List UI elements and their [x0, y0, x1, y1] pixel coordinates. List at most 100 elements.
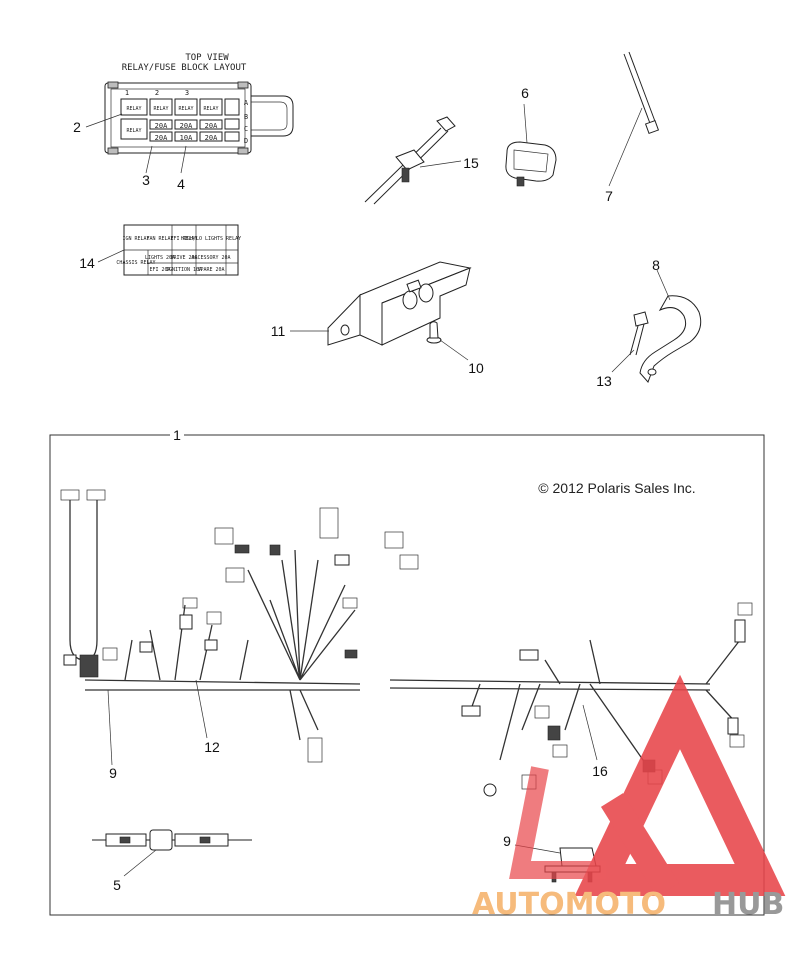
- harness-tag: [214, 527, 234, 545]
- row-letter-d: D: [244, 137, 248, 145]
- watermark-triangle-left: [509, 766, 606, 879]
- clip-slot: [513, 149, 549, 173]
- harness-tag: [319, 507, 339, 539]
- callout-4: 4: [177, 176, 185, 192]
- row-letter-c: C: [244, 125, 248, 133]
- clip-pin: [516, 176, 525, 187]
- harness-tag: [225, 567, 245, 583]
- fuse-holder-center: [149, 829, 173, 851]
- decal-text: EFI RELAY: [170, 236, 197, 242]
- harness-connector: [234, 544, 250, 554]
- watermark-triangle-stroke: [600, 793, 680, 897]
- callout-1-backdrop: [170, 429, 184, 441]
- inline-fuse-holder: [92, 829, 252, 877]
- fuse-slot: [199, 119, 223, 130]
- col-number-3: 3: [185, 89, 189, 97]
- leader-line-4: [180, 145, 187, 174]
- col-number-2: 2: [155, 89, 159, 97]
- tie-head: [644, 119, 660, 135]
- harness-connector: [519, 649, 539, 661]
- decal-text: LIGHTS 20A: [145, 255, 175, 261]
- leader-line-6: [523, 103, 528, 144]
- fuse-block-title-line2: RELAY/FUSE BLOCK LAYOUT: [122, 63, 247, 73]
- fuse-slot: [149, 131, 173, 142]
- fuse-slot: [149, 119, 173, 130]
- harness-tag: [534, 705, 550, 719]
- bolt-head: [633, 311, 649, 327]
- relay-slot: [174, 98, 198, 116]
- harness-tag: [552, 744, 568, 758]
- harness-tag: [206, 611, 222, 625]
- leader-line-13: [611, 349, 635, 373]
- decal-text: DRIVE 20A: [170, 255, 197, 261]
- fuse-slot: [224, 131, 240, 142]
- relay-slot: [120, 118, 148, 140]
- bracket-flange-left: [327, 293, 361, 346]
- harness-connector: [63, 654, 77, 666]
- harness-connector: [204, 639, 218, 651]
- fuse-label-decal: IGN RELAY FAN RELAY EFI RELAY HIGH/LO LI…: [97, 224, 241, 276]
- cable-tie-push-mount: [364, 116, 462, 205]
- decal-text: IGNITION 10A: [166, 267, 202, 273]
- decal-text: IGN RELAY: [122, 236, 149, 242]
- bolt-shank: [629, 323, 645, 356]
- relay-fuse-block: TOP VIEW RELAY/FUSE BLOCK LAYOUT 1 2 3 R…: [85, 53, 294, 174]
- bracket-hole: [418, 283, 434, 303]
- decal-text: SPARE 20A: [197, 267, 224, 273]
- callout-3: 3: [142, 172, 150, 188]
- callout-16: 16: [592, 763, 608, 779]
- callout-5: 5: [113, 877, 121, 893]
- callout-6: 6: [521, 85, 529, 101]
- fuse-holder-contact: [199, 836, 211, 844]
- callout-7: 7: [605, 188, 613, 204]
- callout-15: 15: [463, 155, 479, 171]
- relay-slot-label: RELAY: [203, 106, 218, 112]
- leader-line-5: [123, 849, 157, 877]
- harness-connector: [269, 544, 281, 556]
- bracket-hole: [340, 324, 350, 336]
- callout-10: 10: [468, 360, 484, 376]
- harness-connector: [344, 649, 358, 659]
- harness-tag: [737, 602, 753, 616]
- harness-connector: [734, 619, 746, 643]
- fuse-label: 20A: [155, 122, 168, 130]
- harness-tag: [60, 489, 80, 501]
- harness-tag: [729, 734, 745, 748]
- relay-slot: [199, 98, 223, 116]
- harness-connector: [334, 554, 350, 566]
- fuse-slot: [174, 131, 198, 142]
- callout-1: 1: [173, 427, 181, 443]
- connector-clip: [505, 103, 557, 187]
- bracket-hole: [402, 290, 418, 310]
- watermark-text-secondary: HUB: [712, 887, 784, 922]
- harness-frame: [49, 434, 765, 916]
- mount-tab: [107, 147, 119, 155]
- harness-branch: [705, 639, 741, 726]
- leader-line-16: [582, 704, 598, 761]
- fuse-label: 20A: [180, 122, 193, 130]
- push-rivet: [426, 321, 469, 361]
- leader-line-14: [97, 249, 125, 263]
- decal-text: FAN RELAY: [146, 236, 173, 242]
- harness-tag: [384, 531, 404, 549]
- relay-slot-label: RELAY: [178, 106, 193, 112]
- leader-line-10: [439, 339, 469, 361]
- harness-tag: [102, 647, 118, 661]
- leader-line-15: [419, 160, 462, 168]
- automotohub-watermark: AUTOMOTO HUB: [472, 674, 786, 922]
- col-number-1: 1: [125, 89, 129, 97]
- mount-tab: [107, 81, 119, 89]
- left-wiring-harness: [60, 489, 419, 766]
- copyright-notice: © 2012 Polaris Sales Inc.: [538, 480, 695, 496]
- fuse-slot: [224, 118, 240, 130]
- leader-line-12: [195, 679, 208, 739]
- tie-edge: [628, 51, 657, 125]
- harness-connector: [139, 641, 153, 653]
- harness-branch: [84, 500, 98, 661]
- leader-line-8: [656, 269, 671, 301]
- fuse-slot: [174, 119, 198, 130]
- clamp-band: [639, 295, 702, 383]
- clip-body: [505, 141, 557, 182]
- harness-connector: [461, 705, 481, 717]
